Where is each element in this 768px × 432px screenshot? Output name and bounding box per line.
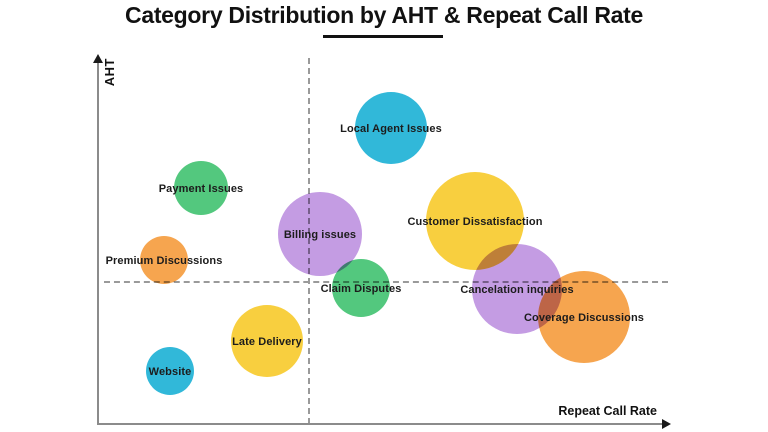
y-axis-arrow-icon	[93, 54, 103, 63]
bubble-label-customer-dissatisfaction: Customer Dissatisfaction	[407, 216, 543, 228]
x-axis-line	[97, 423, 664, 425]
bubble-label-local-agent-issues: Local Agent Issues	[340, 123, 442, 135]
bubble-label-website: Website	[148, 366, 192, 378]
bubble-label-billing-issues: Billing issues	[283, 229, 357, 241]
bubble-label-late-delivery: Late Delivery	[232, 336, 302, 348]
x-axis-label: Repeat Call Rate	[558, 404, 657, 418]
bubble-label-claim-disputes: Claim Disputes	[320, 283, 402, 295]
y-axis-line	[97, 60, 99, 424]
bubble-premium-discussions	[140, 236, 188, 284]
bubble-payment-issues	[174, 161, 228, 215]
x-axis-arrow-icon	[662, 419, 671, 429]
bubble-label-coverage-discussions: Coverage Discussions	[524, 312, 644, 324]
bubble-late-delivery	[231, 305, 303, 377]
bubble-website	[146, 347, 194, 395]
bubble-label-cancelation-inquiries: Cancelation inquiries	[460, 284, 574, 296]
bubble-coverage-discussions	[538, 271, 630, 363]
bubble-label-payment-issues: Payment Issues	[158, 183, 244, 195]
bubble-claim-disputes	[332, 259, 390, 317]
title-underline	[323, 35, 443, 38]
bubble-local-agent-issues	[355, 92, 427, 164]
chart-title: Category Distribution by AHT & Repeat Ca…	[125, 2, 643, 28]
y-axis-label: AHT	[102, 58, 117, 87]
bubble-label-premium-discussions: Premium Discussions	[105, 255, 223, 267]
